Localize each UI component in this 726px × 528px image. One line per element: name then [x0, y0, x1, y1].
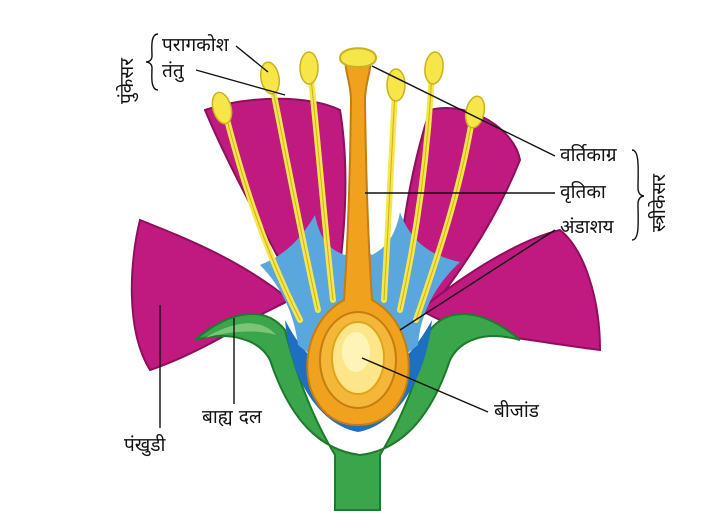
leader-stigma: [371, 65, 556, 157]
sepal-and-stalk: [194, 313, 521, 511]
petal-left: [130, 218, 292, 372]
label-ovule: बीजांड: [494, 400, 539, 422]
leader-anther: [235, 45, 269, 73]
label-petal: पंखुडी: [124, 434, 166, 456]
leader-filament: [195, 69, 286, 96]
anthers: [211, 51, 486, 129]
brace-stamen: [145, 33, 159, 91]
brace-pistil: [631, 149, 645, 241]
leader-ovary: [399, 229, 556, 331]
anther-3: [299, 51, 319, 85]
label-style: वृतिका: [560, 181, 606, 203]
label-anther: परागकोश: [162, 34, 229, 56]
anther-1: [211, 91, 233, 125]
anther-4: [386, 68, 406, 102]
label-ovary: अंडाशय: [560, 216, 614, 238]
label-sepal: बाह्य दल: [202, 406, 262, 428]
stamen-outlines: [224, 69, 473, 321]
label-stamen-group: पुंकेसर: [116, 58, 138, 104]
ovule-core: [342, 332, 370, 372]
leader-ovule: [361, 357, 489, 413]
stigma-top: [338, 47, 378, 68]
leader-lines: [159, 45, 556, 428]
anther-6: [464, 95, 486, 129]
label-pistil-group: स्त्रीकेसर: [648, 173, 670, 232]
sepal-highlight: [205, 323, 276, 338]
label-stigma: वर्तिकाग्र: [560, 144, 617, 166]
label-filament: तंतु: [162, 60, 184, 82]
anther-5: [424, 51, 444, 85]
